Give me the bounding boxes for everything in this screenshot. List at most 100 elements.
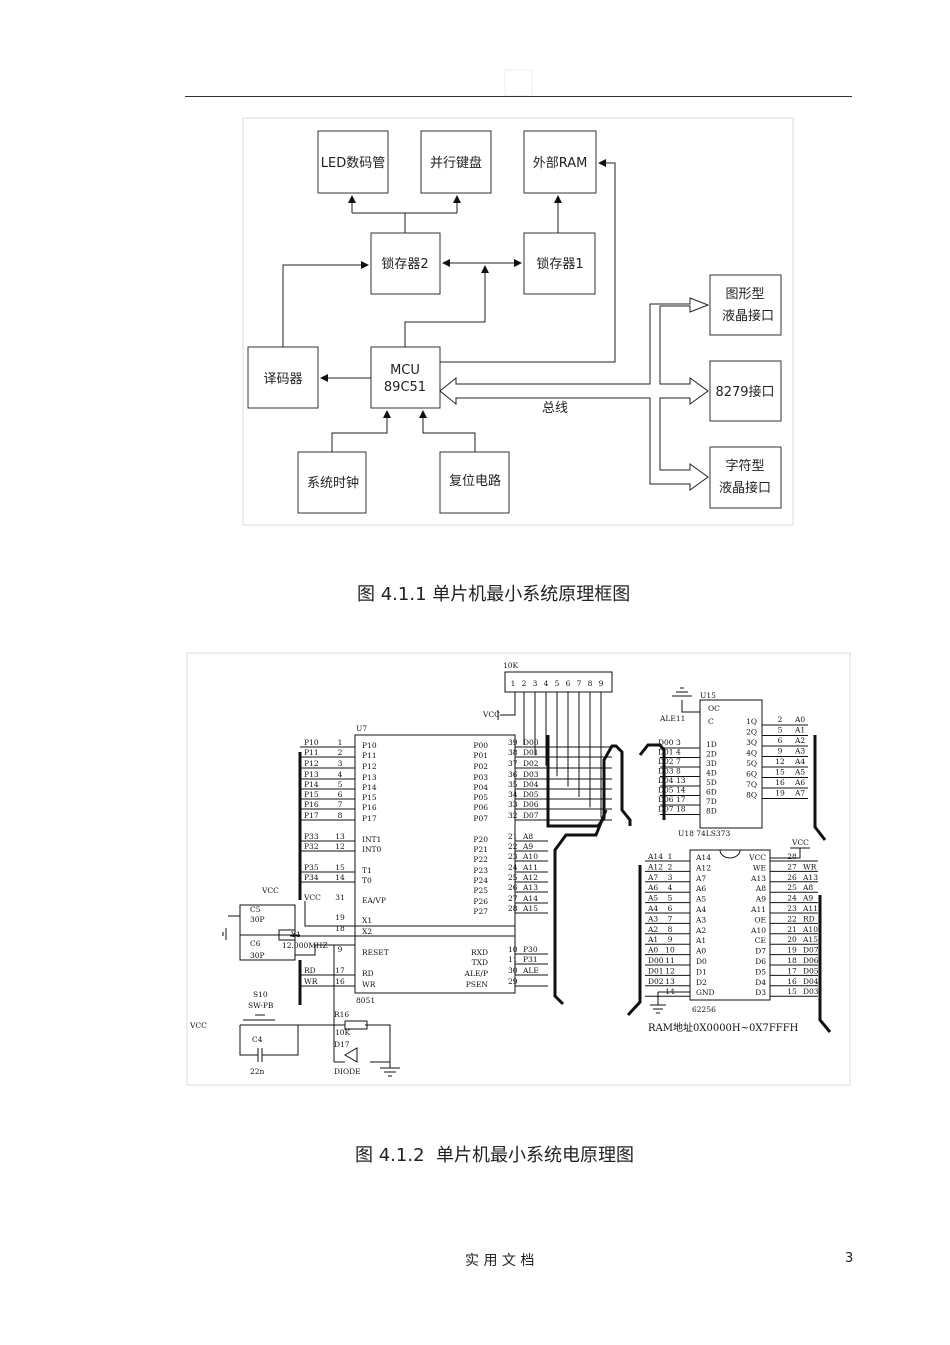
- u7-pin-label: T1: [362, 866, 372, 875]
- u15-d-pin: 3D: [706, 759, 717, 768]
- rpack-pin: 1: [511, 679, 516, 688]
- u7-pin-number: 37: [508, 759, 518, 768]
- u15-q-net: A2: [794, 736, 805, 745]
- u15-q-num: 15: [775, 768, 785, 777]
- u7-pin-number: 38: [508, 748, 518, 757]
- u7-pin-label: RXD: [471, 948, 488, 957]
- u7-net-label: A10: [522, 852, 538, 861]
- u15-q-pin: 6Q: [746, 770, 757, 779]
- u7-net-label: P14: [304, 780, 319, 789]
- u15-d-pin: 4D: [706, 769, 717, 778]
- u7-pin-label: P21: [473, 845, 488, 854]
- ram-net: A4: [647, 904, 658, 913]
- u15-d-net: D00 3: [658, 738, 681, 747]
- u15-d-net: D01 4: [658, 748, 681, 757]
- box-led: [317, 130, 389, 194]
- u7-pin-label: TXD: [472, 958, 488, 967]
- box-keyboard: [420, 130, 492, 194]
- u7-part: 8051: [356, 996, 375, 1005]
- ram-pin-number: 27: [787, 862, 797, 871]
- component-label-y1: Y1: [290, 930, 301, 939]
- u7-pin-number: 5: [338, 780, 343, 789]
- rpack-pin: 2: [522, 679, 527, 688]
- ram-pin: A7: [695, 874, 706, 883]
- u7-pin-label: INT1: [362, 835, 381, 844]
- ram-net: D01: [648, 966, 664, 975]
- u15-q-net: A7: [794, 789, 805, 798]
- u7-net-label: P15: [304, 790, 319, 799]
- ram-pin-number: 28: [787, 852, 797, 861]
- u7-net-label: D03: [523, 770, 539, 779]
- label-ext-ram: 外部RAM: [533, 156, 588, 171]
- u7-pin-label: ALE/P: [464, 969, 488, 978]
- u7-pin-label: P01: [473, 751, 488, 760]
- u15-q-net: A5: [794, 768, 805, 777]
- u7-pin-number: 35: [508, 780, 518, 789]
- ram-net: D07: [803, 946, 819, 955]
- ram-pin: D0: [696, 957, 707, 966]
- u7-pin-label: P25: [473, 886, 488, 895]
- ram-pin: WE: [753, 863, 766, 872]
- u15-d-pin: 2D: [706, 750, 717, 759]
- box-clock: [297, 451, 367, 514]
- ram-pin: D3: [755, 988, 766, 997]
- u7-pin-label: P00: [473, 741, 488, 750]
- u7-net-label: A11: [522, 863, 538, 872]
- label-char-lcd-1: 字符型: [725, 458, 764, 474]
- u7-pin-number: 3: [338, 759, 343, 768]
- ram-pin: A13: [750, 874, 766, 883]
- u7-pin-number: 18: [335, 924, 345, 933]
- ram-net: A3: [647, 914, 658, 923]
- ram-pin-number: 9: [668, 935, 673, 944]
- ram-pin-number: 24: [787, 894, 797, 903]
- ram-pin: A4: [695, 905, 706, 914]
- u7-pin-number: 39: [508, 738, 518, 747]
- ram-net: A15: [802, 935, 818, 944]
- u7-pin-number: 28: [508, 904, 518, 913]
- u7-pin-label: P27: [473, 907, 488, 916]
- ram-net: A10: [802, 925, 818, 934]
- box-ext-ram: [523, 130, 597, 194]
- box-8279: [709, 360, 782, 422]
- ram-pin-number: 17: [787, 966, 797, 975]
- rpack-pin: 5: [555, 679, 560, 688]
- ram-pin: D7: [755, 947, 766, 956]
- u7-net-label: P12: [304, 759, 319, 768]
- ram-net: A8: [802, 883, 813, 892]
- u7-net-label: P32: [304, 842, 319, 851]
- u7-net-label: P10: [304, 738, 319, 747]
- u7-pin-number: 1: [338, 738, 343, 747]
- u7-net-label: P17: [304, 811, 319, 820]
- component-label-s10: S10: [253, 990, 268, 999]
- u7-pin-label: P05: [473, 793, 488, 802]
- u7-pin-label: P11: [362, 751, 377, 760]
- ram-pin-number: 26: [787, 873, 797, 882]
- ram-pin: VCC: [748, 853, 766, 862]
- ram-pin: D2: [696, 978, 707, 987]
- label-keyboard: 并行键盘: [430, 155, 482, 171]
- page-number: 3: [845, 1251, 854, 1266]
- box-graphic-lcd: [709, 274, 782, 336]
- ram-pin-number: 5: [668, 894, 673, 903]
- ram-net: A14: [647, 852, 663, 861]
- ram-pin-number: 22: [787, 914, 797, 923]
- label-graphic-lcd-2: 液晶接口: [722, 308, 774, 324]
- rpack-pin: 7: [577, 679, 582, 688]
- u7-pin-label: P26: [473, 897, 488, 906]
- u7-pin-number: 7: [338, 800, 343, 809]
- u7-pin-label: INT0: [362, 845, 382, 854]
- u15-d-net: D05 14: [658, 786, 686, 795]
- rpack-value: 10K: [503, 661, 519, 670]
- ram-pin: OE: [754, 915, 766, 924]
- u7-net-label: P11: [304, 748, 319, 757]
- u7-pin-label: P06: [473, 803, 488, 812]
- u7-pin-number: 34: [508, 790, 518, 799]
- ram-pin: A12: [695, 863, 711, 872]
- u7-net-label: A13: [522, 883, 538, 892]
- u15-d-pin: 1D: [706, 740, 717, 749]
- ram-net: D05: [803, 966, 819, 975]
- component-label-d17v: DIODE: [334, 1067, 361, 1076]
- u7-pin-label: P02: [473, 762, 488, 771]
- component-label-d17: D17: [334, 1040, 350, 1049]
